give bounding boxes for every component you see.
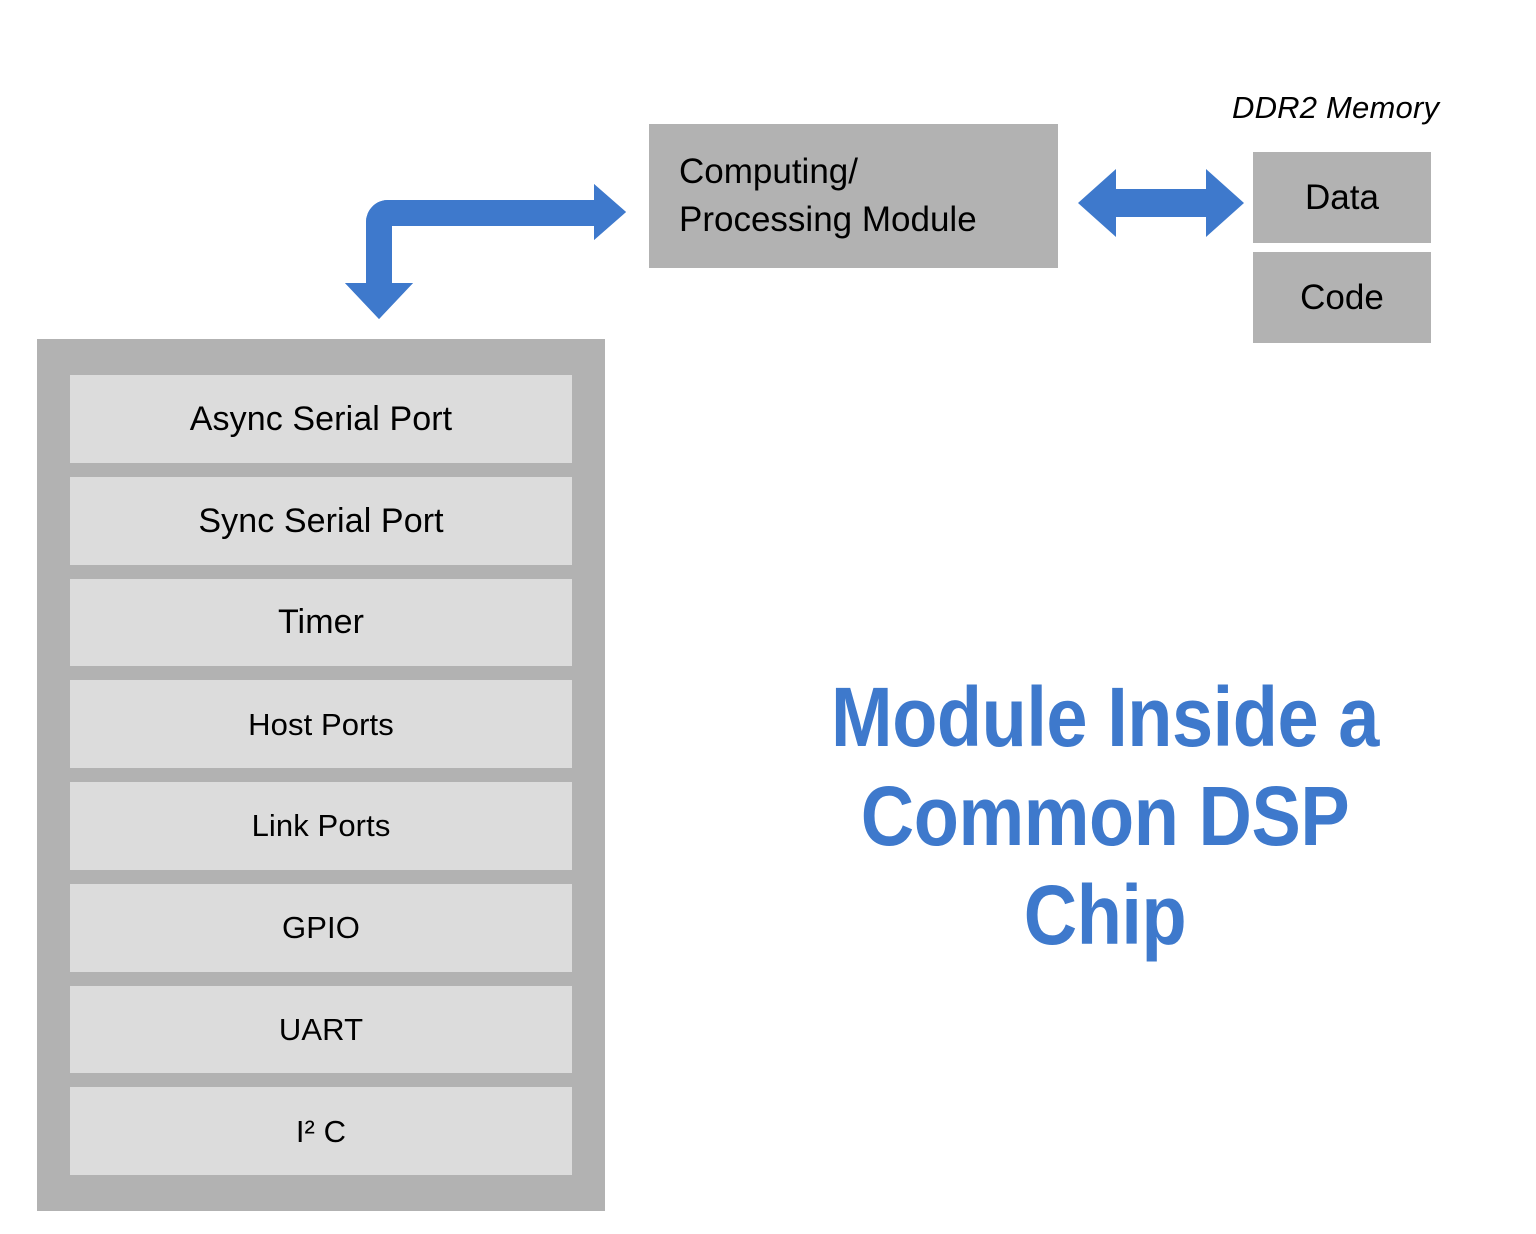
- memory-box-code[interactable]: Code: [1253, 252, 1431, 343]
- peripheral-item-label: Link Ports: [251, 808, 391, 844]
- memory-box-data[interactable]: Data: [1253, 152, 1431, 243]
- peripheral-block: Async Serial Port Sync Serial Port Timer…: [37, 339, 605, 1211]
- computing-processing-module-box[interactable]: Computing/ Processing Module: [649, 124, 1058, 268]
- peripheral-item-sync-serial-port[interactable]: Sync Serial Port: [70, 476, 572, 565]
- memory-box-label: Data: [1305, 177, 1379, 217]
- peripheral-item-uart[interactable]: UART: [70, 985, 572, 1074]
- peripheral-item-label: Sync Serial Port: [198, 501, 444, 540]
- peripheral-item-label: UART: [278, 1011, 364, 1047]
- peripheral-list: Async Serial Port Sync Serial Port Timer…: [70, 375, 572, 1175]
- memory-box-label: Code: [1300, 277, 1384, 317]
- peripheral-item-label: Timer: [277, 603, 365, 642]
- peripheral-item-label: Async Serial Port: [189, 399, 453, 438]
- peripheral-item-link-ports[interactable]: Link Ports: [70, 782, 572, 870]
- peripheral-item-label: GPIO: [282, 910, 360, 946]
- ddr2-memory-label: DDR2 Memory: [1232, 90, 1440, 125]
- peripheral-item-async-serial-port[interactable]: Async Serial Port: [70, 375, 572, 463]
- peripheral-item-label: Host Ports: [248, 706, 394, 742]
- peripheral-item-label: I² C: [295, 1113, 347, 1149]
- elbow-connector-arrow: [345, 184, 626, 319]
- peripheral-item-host-ports[interactable]: Host Ports: [70, 680, 572, 768]
- peripheral-item-i2c[interactable]: I² C: [70, 1087, 572, 1175]
- peripheral-item-timer[interactable]: Timer: [70, 578, 572, 667]
- page-title: Module Inside a Common DSP Chip: [831, 670, 1379, 963]
- bidirectional-connector-arrow: [1078, 169, 1244, 237]
- peripheral-item-gpio[interactable]: GPIO: [70, 883, 572, 972]
- computing-processing-module-label: Computing/ Processing Module: [679, 151, 977, 239]
